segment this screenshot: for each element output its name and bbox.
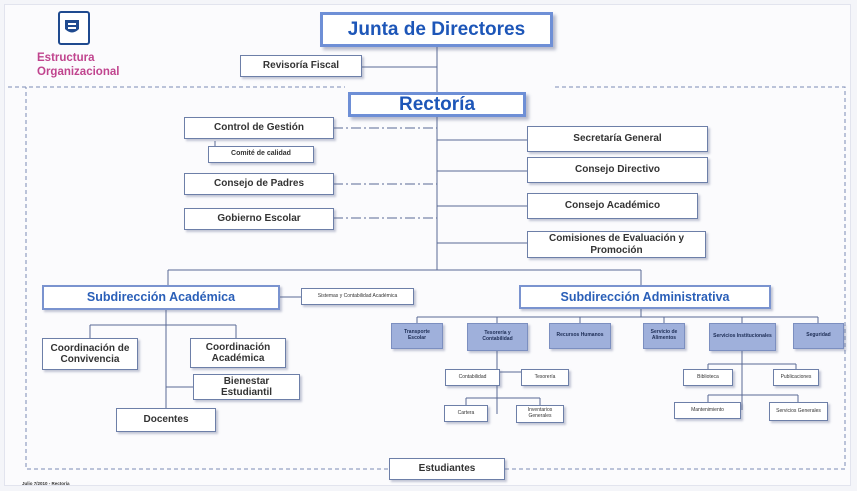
footnote: Julio 7/2010 - Rectoría [22, 481, 70, 486]
node-transporte-escolar: Transporte Escolar [391, 323, 443, 349]
node-coord-convivencia: Coordinación de Convivencia [42, 338, 138, 370]
node-mantenimiento: Mantenimiento [674, 402, 741, 419]
institution-logo-icon [58, 11, 90, 45]
node-rectoria: Rectoría [348, 92, 526, 117]
node-servicio-alimentos: Servicio de Alimentos [643, 323, 685, 349]
node-recursos-humanos: Recursos Humanos [549, 323, 611, 349]
node-tesoreria-contabilidad: Tesorería y Contabilidad [467, 323, 528, 351]
node-cartera: Cartera [444, 405, 488, 422]
node-subdireccion-administrativa: Subdirección Administrativa [519, 285, 771, 309]
node-coord-academica: Coordinación Académica [190, 338, 286, 368]
node-subdireccion-academica: Subdirección Académica [42, 285, 280, 310]
node-biblioteca: Biblioteca [683, 369, 733, 386]
node-gobierno-escolar: Gobierno Escolar [184, 208, 334, 230]
node-publicaciones: Publicaciones [773, 369, 819, 386]
node-docentes: Docentes [116, 408, 216, 432]
node-seguridad: Seguridad [793, 323, 844, 349]
node-consejo-padres: Consejo de Padres [184, 173, 334, 195]
node-comisiones: Comisiones de Evaluación y Promoción [527, 231, 706, 258]
node-servicios-generales: Servicios Generales [769, 402, 828, 421]
node-servicios-institucionales: Servicios Institucionales [709, 323, 776, 351]
node-control-gestion: Control de Gestión [184, 117, 334, 139]
node-junta: Junta de Directores [320, 12, 553, 47]
node-inventarios: Inventarios Generales [516, 405, 564, 423]
node-comite-calidad: Comité de calidad [208, 146, 314, 163]
chart-title: Estructura Organizacional [37, 52, 120, 78]
node-consejo-directivo: Consejo Directivo [527, 157, 708, 183]
node-secretaria-general: Secretaría General [527, 126, 708, 152]
node-tesoreria: Tesorería [521, 369, 569, 386]
node-sistemas-contabilidad: Sistemas y Contabilidad Académica [301, 288, 414, 305]
node-estudiantes: Estudiantes [389, 458, 505, 480]
node-contabilidad: Contabilidad [445, 369, 500, 386]
node-consejo-academico: Consejo Académico [527, 193, 698, 219]
node-bienestar-estudiantil: Bienestar Estudiantil [193, 374, 300, 400]
node-revisoria: Revisoría Fiscal [240, 55, 362, 77]
